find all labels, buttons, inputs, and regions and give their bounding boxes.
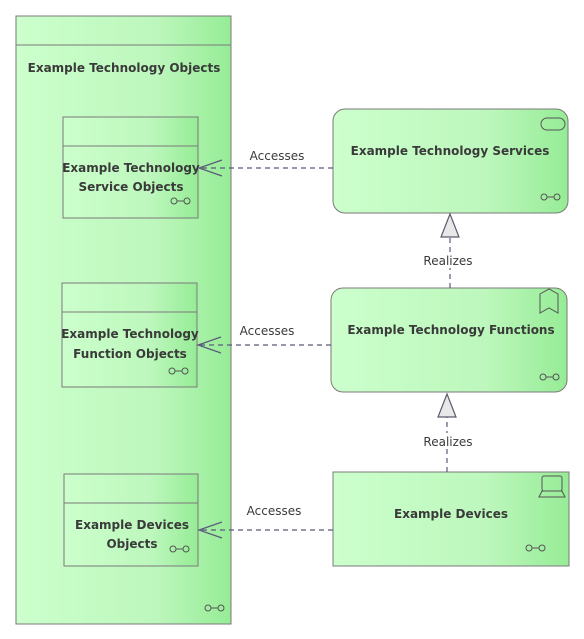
edge-realizes-functions[interactable]: Realizes [418, 392, 478, 472]
object-label-line2: Function Objects [73, 347, 187, 361]
arrowhead-open [196, 336, 222, 354]
node-label: Example Devices [394, 507, 508, 521]
node-label: Example Technology Services [351, 144, 550, 158]
link-icon [540, 193, 561, 201]
object-label-line1: Example Technology [62, 161, 200, 175]
edge-label: Accesses [250, 149, 305, 163]
edge-label: Accesses [247, 504, 302, 518]
edge-label: Realizes [423, 254, 472, 268]
edge-label: Realizes [423, 435, 472, 449]
container-label: Example Technology Objects [28, 61, 221, 75]
node-technology-functions[interactable]: Example Technology Functions [330, 287, 568, 393]
edge-accesses-services[interactable]: Accesses [197, 149, 333, 177]
edge-accesses-functions[interactable]: Accesses [196, 324, 331, 354]
link-icon [525, 544, 546, 552]
link-icon [170, 197, 191, 205]
node-devices[interactable]: Example Devices [332, 471, 570, 567]
arrowhead-open [197, 521, 223, 539]
device-icon [538, 475, 566, 498]
edge-label-bg [418, 433, 478, 449]
object-service-objects[interactable]: Example Technology Service Objects [62, 116, 200, 219]
service-icon [540, 117, 566, 131]
edge-accesses-devices[interactable]: Accesses [197, 504, 333, 539]
link-icon [204, 604, 225, 612]
edge-realizes-services[interactable]: Realizes [418, 212, 478, 288]
object-label-line2: Service Objects [78, 180, 183, 194]
object-function-objects[interactable]: Example Technology Function Objects [61, 282, 199, 388]
edge-label-bg [418, 252, 478, 268]
object-label-line2: Objects [106, 537, 157, 551]
object-label-line1: Example Devices [75, 518, 189, 532]
link-icon [539, 373, 560, 381]
link-icon [169, 545, 190, 553]
arrowhead-open [197, 159, 223, 177]
arrowhead-triangle [437, 392, 457, 418]
function-icon [539, 288, 559, 314]
link-icon [168, 367, 189, 375]
object-label-line1: Example Technology [61, 327, 199, 341]
node-technology-services[interactable]: Example Technology Services [332, 108, 569, 214]
node-label: Example Technology Functions [347, 323, 554, 337]
arrowhead-triangle [440, 212, 460, 238]
edge-label: Accesses [240, 324, 295, 338]
object-device-objects[interactable]: Example Devices Objects [63, 473, 199, 567]
